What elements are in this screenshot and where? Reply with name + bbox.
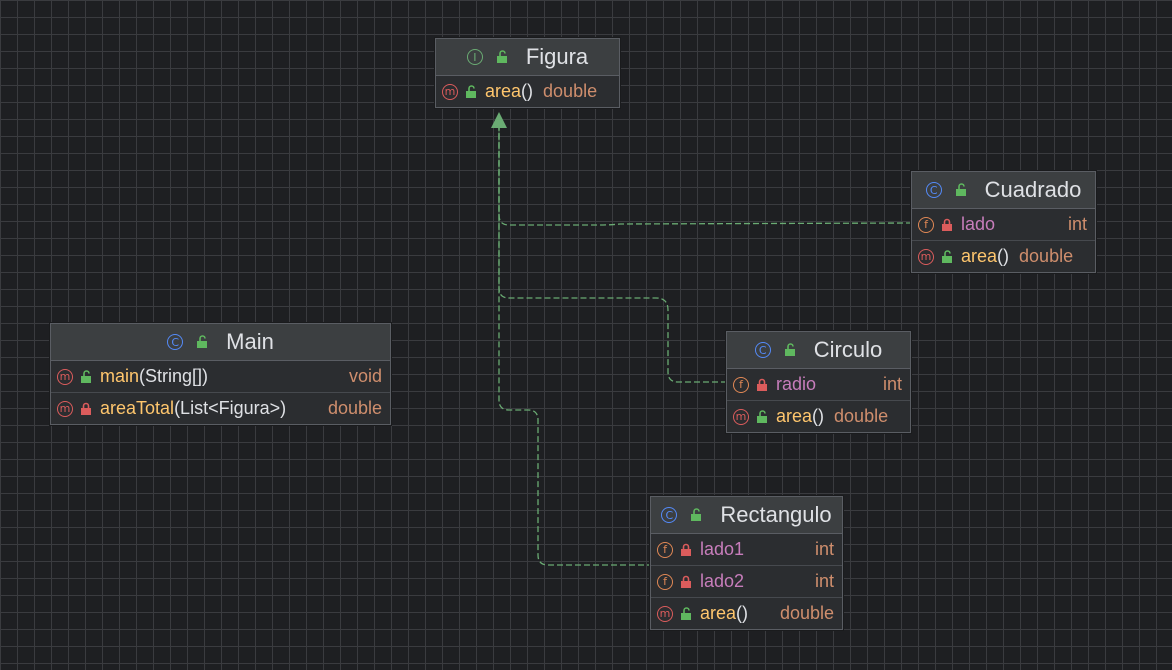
field-name: radio	[776, 374, 817, 394]
method-icon: m	[733, 408, 749, 425]
method-icon: m	[918, 248, 934, 265]
unlock-icon	[757, 409, 767, 423]
node-header[interactable]: C Rectangulo	[651, 497, 842, 534]
method-name: areaTotal	[100, 398, 175, 418]
field-name: lado	[961, 214, 996, 234]
node-title: Circulo	[813, 337, 883, 362]
return-type: void	[348, 366, 382, 386]
class-icon: C	[925, 182, 942, 198]
method-args: ()	[521, 81, 534, 101]
method-name: area	[776, 406, 813, 426]
node-title: Rectangulo	[720, 502, 832, 527]
method-icon: m	[657, 605, 673, 622]
unlock-icon	[466, 84, 476, 98]
unlock-icon	[197, 335, 208, 348]
member-row[interactable]: m area () double	[912, 241, 1095, 272]
method-icon: m	[442, 83, 458, 100]
return-type: double	[1019, 246, 1074, 266]
lock-icon	[681, 575, 691, 588]
class-node-cuadrado[interactable]: C Cuadrado f lado int m area () double	[911, 171, 1096, 273]
edge-rectangulo-figura	[498, 118, 842, 566]
unlock-icon	[784, 343, 795, 356]
field-icon: f	[657, 573, 673, 590]
member-row[interactable]: m area () double	[436, 76, 619, 107]
member-row[interactable]: m main (String[]) void	[51, 361, 390, 393]
member-row[interactable]: f lado int	[912, 209, 1095, 241]
field-icon: f	[657, 541, 673, 558]
node-title: Figura	[525, 44, 589, 69]
class-icon: C	[754, 342, 771, 358]
unlock-icon	[955, 183, 966, 196]
method-name: area	[485, 81, 522, 101]
class-node-figura[interactable]: I Figura m area () double	[435, 38, 620, 108]
lock-icon	[942, 218, 952, 231]
unlock-icon	[496, 50, 507, 63]
member-row[interactable]: f lado2 int	[651, 566, 842, 598]
member-row[interactable]: m area () double	[727, 401, 910, 432]
method-args: (List<Figura>)	[174, 398, 287, 418]
unlock-icon	[81, 369, 91, 383]
return-type: double	[779, 603, 834, 623]
field-type: int	[814, 571, 834, 591]
node-header[interactable]: C Main	[51, 324, 390, 361]
lock-icon	[757, 378, 767, 391]
method-name: area	[961, 246, 998, 266]
edge-cuadrado-figura	[498, 118, 913, 226]
lock-icon	[681, 543, 691, 556]
return-type: double	[543, 81, 598, 101]
member-row[interactable]: m areaTotal (List<Figura>) double	[51, 393, 390, 424]
field-icon: f	[918, 216, 934, 233]
node-title: Main	[226, 329, 274, 354]
method-icon: m	[57, 368, 73, 385]
field-type: int	[1067, 214, 1087, 234]
unlock-icon	[942, 249, 952, 263]
member-row[interactable]: f lado1 int	[651, 534, 842, 566]
field-name: lado2	[700, 571, 745, 591]
edge-circulo-figura	[498, 118, 727, 383]
field-icon: f	[733, 376, 749, 393]
implements-arrowhead	[491, 112, 507, 128]
method-args: ()	[812, 406, 825, 426]
node-header[interactable]: C Circulo	[727, 332, 910, 369]
member-row[interactable]: m area () double	[651, 598, 842, 629]
node-header[interactable]: I Figura	[436, 39, 619, 76]
method-name: area	[700, 603, 737, 623]
method-icon: m	[57, 400, 73, 417]
field-name: lado1	[700, 539, 745, 559]
lock-icon	[81, 402, 91, 415]
method-args: ()	[997, 246, 1010, 266]
node-header[interactable]: C Cuadrado	[912, 172, 1095, 209]
method-name: main	[100, 366, 140, 386]
interface-icon: I	[466, 49, 483, 65]
member-row[interactable]: f radio int	[727, 369, 910, 401]
class-node-circulo[interactable]: C Circulo f radio int m area () double	[726, 331, 911, 433]
field-type: int	[814, 539, 834, 559]
class-node-main[interactable]: C Main m main (String[]) void m areaTota…	[50, 323, 391, 425]
field-type: int	[882, 374, 902, 394]
unlock-icon	[681, 606, 691, 620]
unlock-icon	[691, 508, 702, 521]
method-args: ()	[736, 603, 749, 623]
class-icon: C	[661, 507, 678, 523]
return-type: double	[327, 398, 382, 418]
class-node-rectangulo[interactable]: C Rectangulo f lado1 int f lado2 int m a…	[650, 496, 843, 630]
method-args: (String[])	[139, 366, 209, 386]
return-type: double	[834, 406, 889, 426]
node-title: Cuadrado	[984, 177, 1082, 202]
class-icon: C	[167, 334, 184, 350]
